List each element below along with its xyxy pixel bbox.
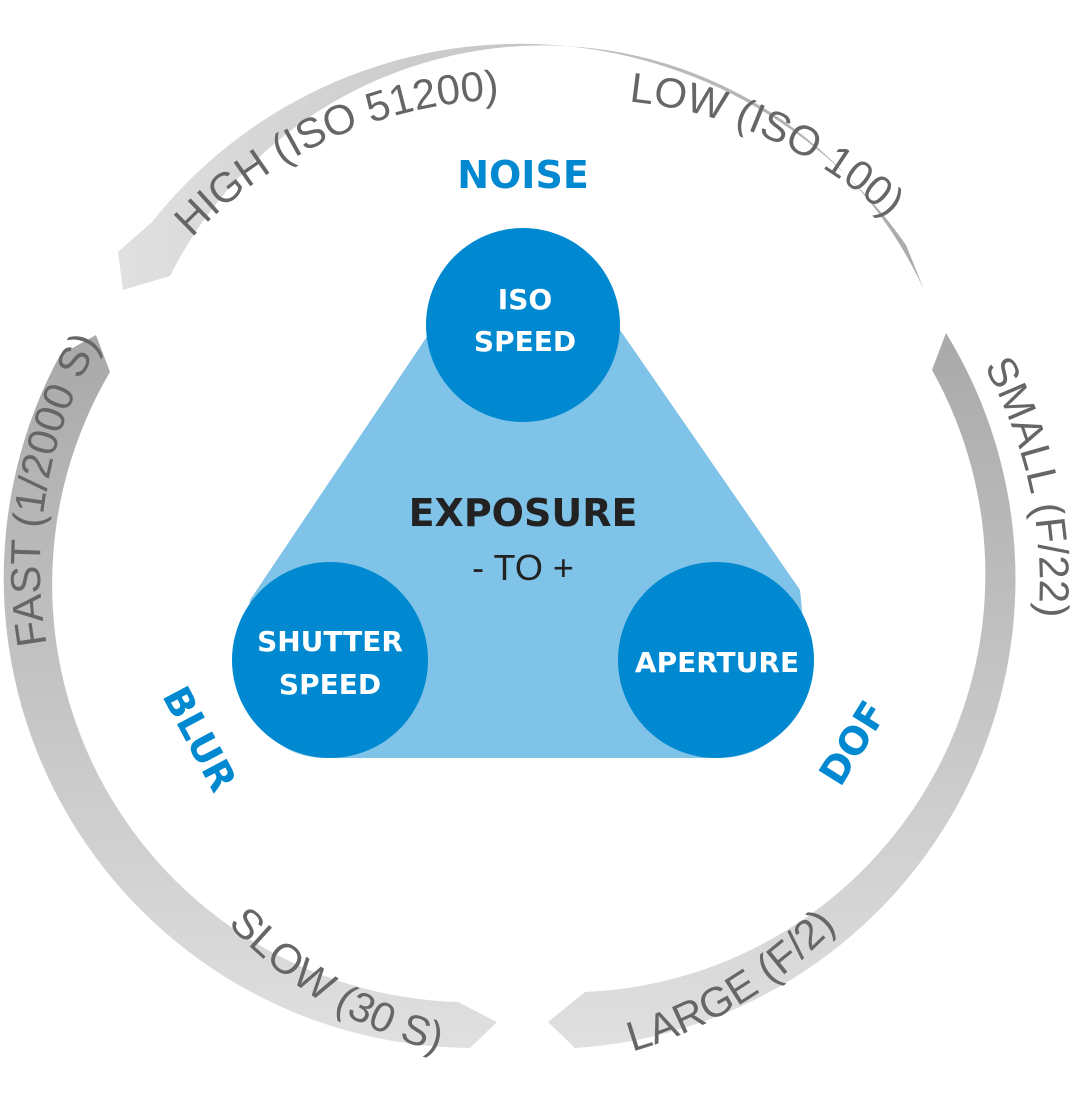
aperture-node [618,562,814,758]
effect-label-blur: BLUR [154,679,245,799]
iso-range-arc [118,43,924,290]
shutter-node-label-line2: SPEED [279,668,381,701]
shutter-node-label-line1: SHUTTER [257,625,403,658]
center-title: EXPOSURE [409,491,638,535]
arc-label-iso-low: LOW (ISO 100) [628,64,914,225]
shutter-range-arc [3,335,498,1048]
iso-node-label-line1: ISO [498,283,552,316]
effect-label-noise: NOISE [457,153,589,197]
shutter-speed-node [232,562,428,758]
arc-label-aperture-large: LARGE (F/2) [621,900,843,1061]
center-subtitle: - TO + [472,547,574,588]
effect-label-dof: DOF [811,693,896,792]
aperture-range-arc [548,333,1016,1048]
iso-speed-node [426,228,620,422]
aperture-node-label: APERTURE [635,646,799,679]
iso-node-label-line2: SPEED [474,325,576,358]
